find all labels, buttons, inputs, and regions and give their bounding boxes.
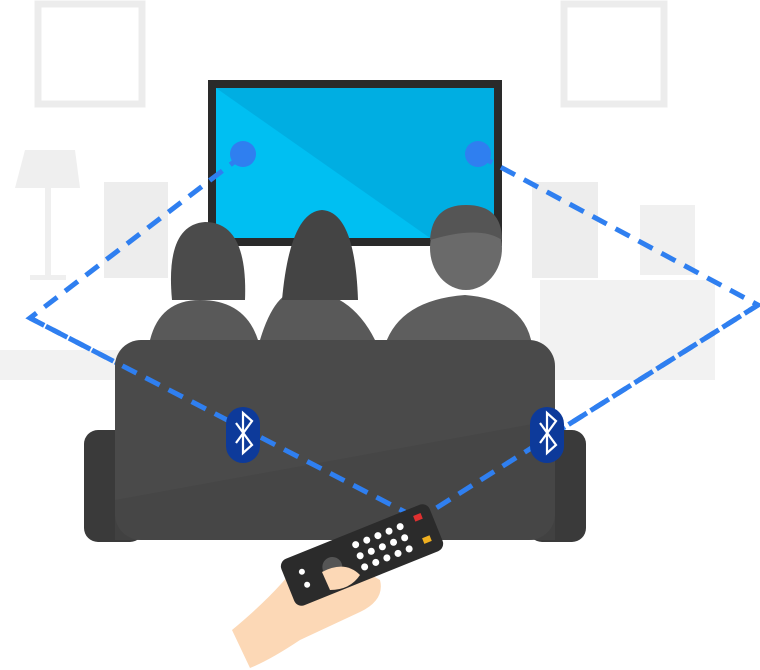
speaker-dot-icon <box>230 141 256 167</box>
picture-frame-left <box>34 0 146 108</box>
plant-frame <box>640 205 695 275</box>
floor-lamp <box>15 150 80 280</box>
sofa-icon <box>84 340 586 542</box>
signal-line-right-front <box>428 302 760 515</box>
picture-frame-right <box>560 0 668 108</box>
speaker-left <box>104 182 168 278</box>
background-decor <box>0 0 715 380</box>
remote-control-icon <box>280 504 444 606</box>
signal-line-left-front <box>28 315 407 515</box>
bluetooth-icon <box>530 407 564 463</box>
bluetooth-icon <box>226 407 260 463</box>
sideboard <box>540 280 715 380</box>
people-icon <box>150 205 532 345</box>
speaker-right <box>532 182 598 278</box>
speaker-dot-icon <box>465 141 491 167</box>
